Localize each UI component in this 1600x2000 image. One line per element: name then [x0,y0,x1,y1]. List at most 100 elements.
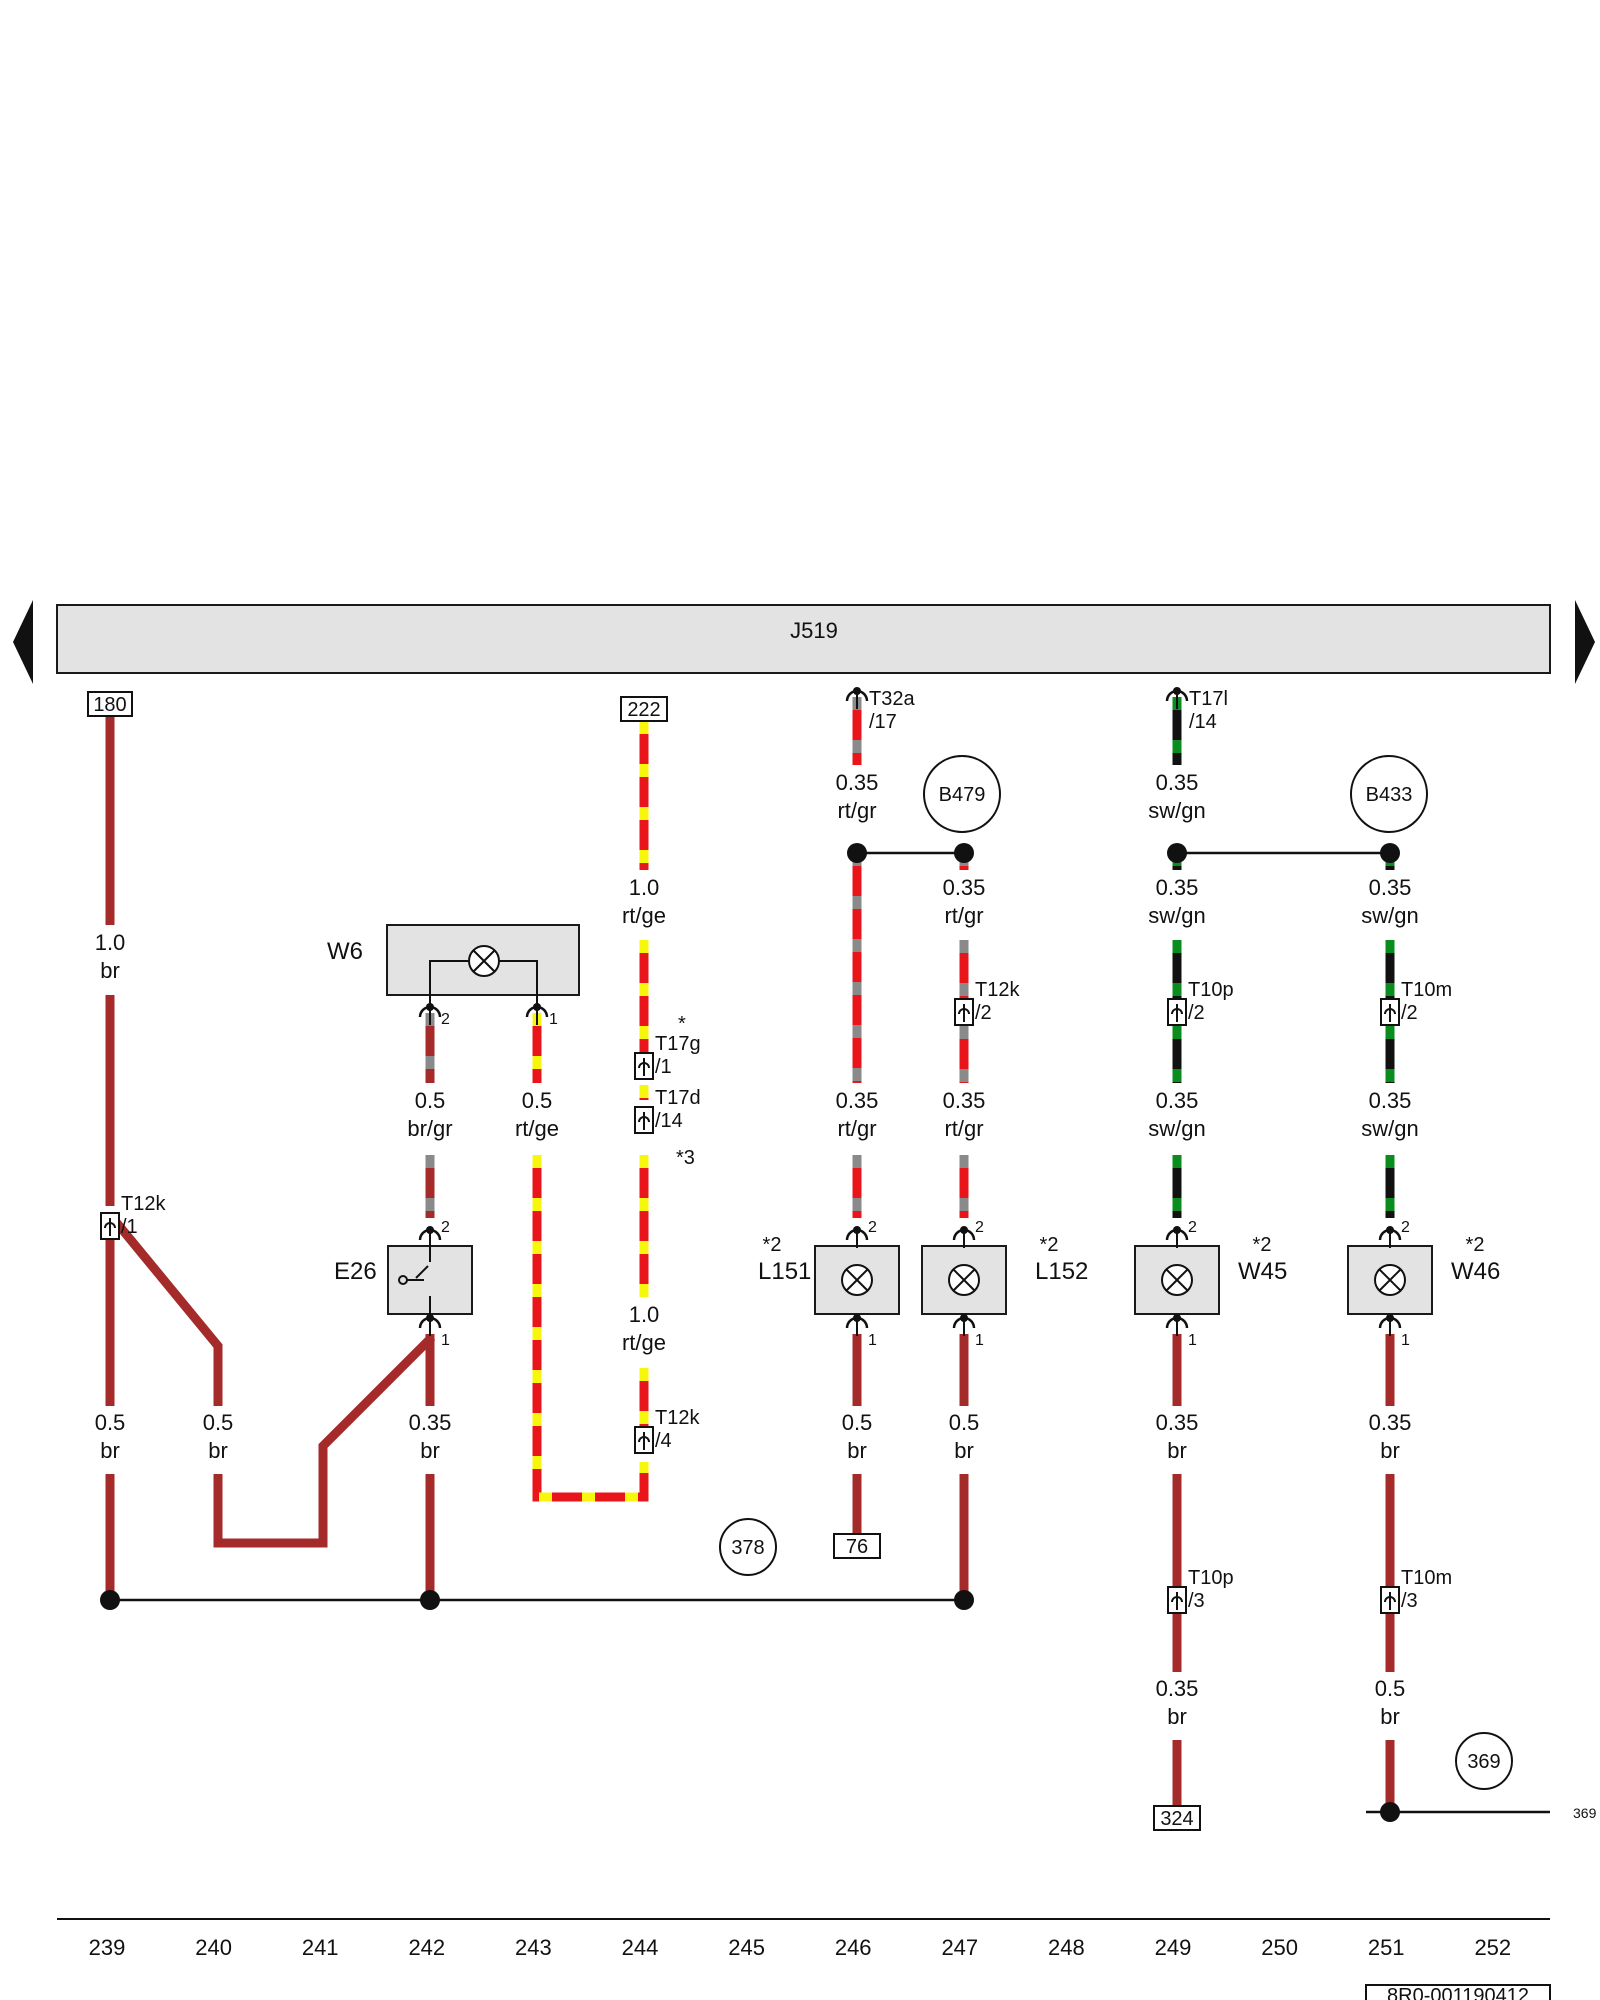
previous-page-arrow-icon[interactable] [13,600,33,684]
pin-number: 1 [1401,1332,1410,1349]
svg-text:0.35: 0.35 [943,1088,986,1113]
connector-name: T10m [1401,979,1452,1001]
wire-label-247-c: 0.5br [949,1410,980,1463]
connector-T10m-2[interactable]: T10m /2 [1401,979,1452,1024]
footnote-marker: * [678,1013,686,1035]
pin-number: 1 [549,1011,558,1028]
ground-point-label: 378 [731,1537,764,1559]
connector-T10m-3[interactable]: T10m /3 [1401,1567,1452,1612]
ground-point-B433[interactable]: B433 [1350,755,1428,833]
pin-number: 2 [868,1219,877,1236]
column-number: 248 [1048,1935,1085,1960]
svg-text:0.35: 0.35 [1369,1088,1412,1113]
component-label-W6: W6 [327,938,363,965]
connector-name: T10m [1401,1567,1452,1589]
column-number: 249 [1155,1935,1192,1960]
component-label-E26: E26 [334,1258,377,1285]
svg-text:br: br [208,1438,228,1463]
column-number: 239 [89,1935,126,1960]
svg-text:0.35: 0.35 [1156,1410,1199,1435]
column-number: 251 [1368,1935,1405,1960]
connector-T12k-2[interactable]: T12k /2 [975,979,1020,1024]
svg-text:sw/gn: sw/gn [1148,1116,1205,1141]
connector-pin: /2 [1188,1002,1205,1024]
ref-box-label: 324 [1160,1808,1193,1830]
component-L152[interactable] [921,1245,1007,1315]
junction-dot [954,1590,974,1610]
component-W6[interactable] [386,924,580,1008]
wire-layer [105,697,1395,1810]
column-number: 243 [515,1935,552,1960]
connector-T12k-4[interactable]: T12k /4 [655,1407,700,1452]
svg-text:br: br [1167,1438,1187,1463]
component-W46[interactable] [1347,1245,1433,1315]
connector-arrow-icon [1384,1004,1396,1022]
ref-box-76[interactable]: 76 [833,1533,881,1559]
svg-text:sw/gn: sw/gn [1361,903,1418,928]
svg-text:rt/ge: rt/ge [515,1116,559,1141]
svg-text:br: br [847,1438,867,1463]
svg-text:1.0: 1.0 [95,930,126,955]
svg-text:1.0: 1.0 [629,1302,660,1327]
wire-240-branch [112,1219,223,1406]
svg-text:rt/gr: rt/gr [944,1116,983,1141]
connector-arrow-icon [1384,1592,1396,1610]
svg-text:0.35: 0.35 [1156,875,1199,900]
ref-box-180[interactable]: 180 [87,691,133,717]
connector-T17g-1[interactable]: T17g /1 [655,1033,701,1078]
junction-dot [1380,1802,1400,1822]
svg-text:0.35: 0.35 [409,1410,452,1435]
component-label-W46: W46 [1451,1258,1500,1285]
next-page-arrow-icon[interactable] [1575,600,1595,684]
ground-point-label: B479 [939,784,986,806]
ref-box-222[interactable]: 222 [620,696,668,722]
component-note: *2 [1040,1234,1059,1256]
connector-arrow-icon [104,1218,116,1236]
svg-text:rt/ge: rt/ge [622,903,666,928]
ground-point-label: B433 [1366,784,1413,806]
component-label-L151: L151 [758,1258,811,1285]
connector-T32a-17[interactable]: T32a /17 [869,688,915,733]
svg-text:sw/gn: sw/gn [1361,1116,1418,1141]
connector-pin: /3 [1188,1590,1205,1612]
svg-text:0.35: 0.35 [836,1088,879,1113]
ground-point-378[interactable]: 378 [719,1518,777,1576]
svg-text:br: br [954,1438,974,1463]
pin-number: 1 [441,1332,450,1349]
component-L151[interactable] [814,1245,900,1315]
pin-number: 2 [1188,1219,1197,1236]
svg-text:br: br [420,1438,440,1463]
junction-dot [954,843,974,863]
wire-label-239-b: 0.5br [95,1410,126,1463]
connector-T10p-3[interactable]: T10p /3 [1188,1567,1234,1612]
connector-T17l-14[interactable]: T17l /14 [1189,688,1228,733]
connector-T12k-1[interactable]: T12k /1 [121,1193,166,1238]
junction-dot [420,1590,440,1610]
column-number: 240 [195,1935,232,1960]
control-unit-label: J519 [790,618,838,643]
column-number: 247 [941,1935,978,1960]
pin-number: 1 [975,1332,984,1349]
ground-point-B479[interactable]: B479 [923,755,1001,833]
ref-box-324[interactable]: 324 [1153,1805,1201,1831]
component-E26[interactable] [387,1236,473,1324]
svg-text:rt/ge: rt/ge [622,1330,666,1355]
wire-label-251-d: 0.5br [1375,1676,1406,1729]
column-number: 244 [622,1935,659,1960]
wire-240-loop [213,1333,436,1548]
pin-number: 2 [441,1219,450,1236]
ref-box-label: 222 [627,699,660,721]
connector-name: T12k [121,1193,166,1215]
svg-text:0.35: 0.35 [1156,1676,1199,1701]
connector-T17d-14[interactable]: T17d /14 [655,1087,701,1132]
component-W45[interactable] [1134,1245,1220,1315]
connector-pin: /3 [1401,1590,1418,1612]
connector-arrow-icon [1171,1592,1183,1610]
ground-point-369[interactable]: 369 [1455,1732,1513,1790]
connector-T10p-2[interactable]: T10p /2 [1188,979,1234,1024]
